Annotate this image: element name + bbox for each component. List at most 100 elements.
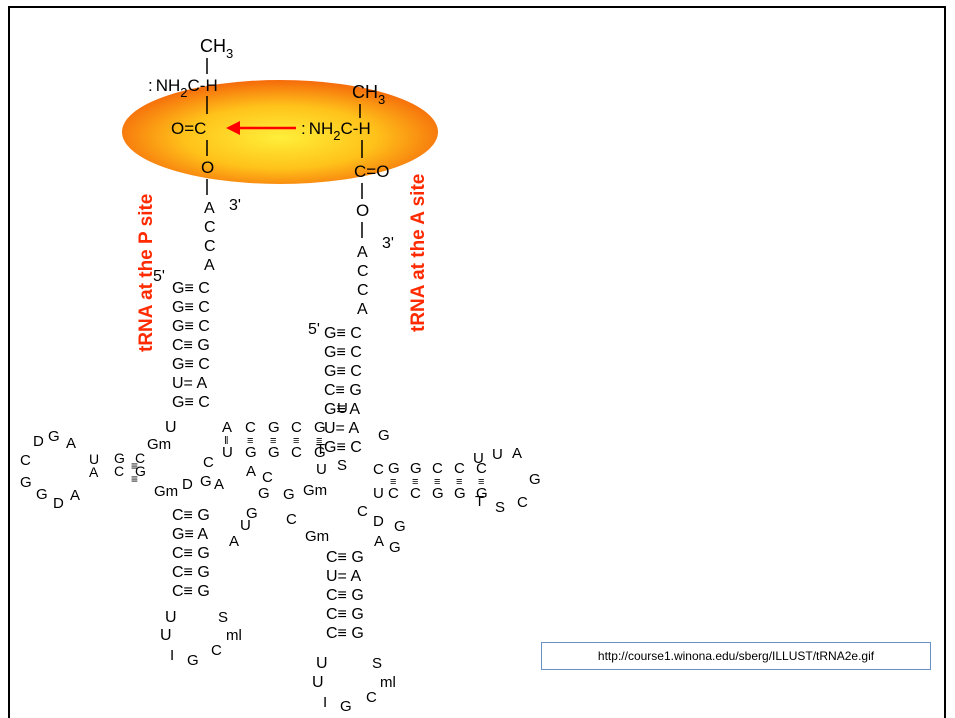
nucleotide-glyph: C <box>454 460 465 477</box>
three-prime-p: 3' <box>229 197 241 214</box>
nucleotide-glyph: U= A <box>172 375 207 392</box>
nucleotide-glyph: A <box>222 419 232 436</box>
nucleotide-glyph: A <box>246 463 256 480</box>
nucleotide-glyph: U <box>222 444 233 461</box>
nucleotide-glyph: G <box>394 518 406 535</box>
nucleotide-glyph: C≡ G <box>172 564 210 581</box>
source-citation-box[interactable]: http://course1.winona.edu/sberg/ILLUST/t… <box>541 642 931 670</box>
nh2-ch-p-site: :NH2C-H <box>148 76 218 100</box>
nucleotide-glyph: G <box>432 485 444 502</box>
nucleotide-glyph: D <box>53 495 64 512</box>
nucleotide-glyph: S <box>495 499 505 516</box>
nucleotide-glyph: D <box>373 513 384 530</box>
nucleotide-glyph: C <box>204 219 216 236</box>
slide-border-right <box>944 6 946 718</box>
nucleotide-glyph: ≡ <box>316 435 322 447</box>
nucleotide-glyph: U= A <box>324 420 359 437</box>
nucleotide-glyph: C <box>204 238 216 255</box>
nucleotide-glyph: Gm <box>154 483 178 500</box>
nucleotide-glyph: C <box>410 485 421 502</box>
nucleotide-glyph: G <box>268 444 280 461</box>
nucleotide-glyph: U <box>89 451 99 467</box>
ester-o-p-site: O <box>201 158 214 177</box>
nucleotide-glyph: C≡ G <box>326 549 364 566</box>
nucleotide-glyph: C≡ G <box>326 625 364 642</box>
ch3-a-site: CH3 <box>352 82 385 107</box>
nucleotide-glyph: C <box>357 282 369 299</box>
slide-border-left <box>8 6 10 718</box>
carbonyl-a-site: C=O <box>354 162 389 181</box>
nucleotide-glyph: U <box>165 419 177 436</box>
nucleotide-glyph: G <box>268 419 280 436</box>
nucleotide-glyph: G <box>20 474 32 491</box>
nucleotide-glyph: G≡ C <box>324 363 362 380</box>
nucleotide-glyph: ≡ <box>434 476 440 488</box>
nucleotide-glyph: A <box>357 244 368 261</box>
five-prime-p: 5' <box>153 268 165 285</box>
nucleotide-glyph: G <box>246 505 258 522</box>
nucleotide-glyph: A <box>229 533 239 550</box>
nucleotide-glyph: G <box>135 463 146 479</box>
nucleotide-glyph: G≡ C <box>324 325 362 342</box>
nucleotide-glyph: G <box>314 419 326 436</box>
nucleotide-glyph: C≡ G <box>172 583 210 600</box>
a-site-label: tRNA at the A site <box>408 174 429 332</box>
source-url[interactable]: http://course1.winona.edu/sberg/ILLUST/t… <box>597 649 875 663</box>
nucleotide-glyph: T <box>475 493 484 510</box>
nucleotide-glyph: C <box>291 419 302 436</box>
nucleotide-glyph: C <box>245 419 256 436</box>
nucleotide-glyph: A <box>70 487 80 504</box>
nucleotide-glyph: A <box>214 476 224 493</box>
nucleotide-glyph: G <box>187 652 199 669</box>
nucleotide-glyph: ml <box>226 627 242 644</box>
nucleotide-glyph: C <box>357 263 369 280</box>
nucleotide-glyph: U <box>473 450 484 467</box>
nucleotide-glyph: G <box>314 444 326 461</box>
nucleotide-glyph: G <box>283 486 295 503</box>
carbonyl-p-site: O=C <box>171 119 206 138</box>
nucleotide-glyph: G≡ A <box>172 526 208 543</box>
nucleotide-glyph: G <box>378 427 390 444</box>
nucleotide-glyph: C <box>366 689 377 706</box>
nucleotide-glyph: C <box>517 494 528 511</box>
nucleotide-glyph: C≡ G <box>326 606 364 623</box>
nucleotide-glyph: C <box>476 460 487 477</box>
nucleotide-glyph: G <box>388 460 400 477</box>
nucleotide-glyph: U <box>240 517 251 534</box>
attack-arrowhead <box>226 121 240 135</box>
nucleotide-glyph: G≡ C <box>172 299 210 316</box>
nucleotide-glyph: ≡ <box>270 435 276 447</box>
five-prime-a: 5' <box>308 321 320 338</box>
nucleotide-glyph: G <box>245 444 257 461</box>
ch3-p-site: CH3 <box>200 36 233 61</box>
nucleotide-glyph: S <box>218 609 228 626</box>
nucleotide-glyph: G <box>258 485 270 502</box>
nucleotide-glyph: G≡ C <box>324 344 362 361</box>
nucleotide-glyph: ≡ <box>247 435 253 447</box>
nucleotide-glyph: ≡ <box>478 476 484 488</box>
nucleotide-glyph: G≡ C <box>172 394 210 411</box>
three-prime-a: 3' <box>382 235 394 252</box>
nucleotide-glyph: A <box>512 445 522 462</box>
nucleotide-glyph: C≡ G <box>172 507 210 524</box>
nucleotide-glyph: C <box>357 503 368 520</box>
nucleotide-glyph: G≡ C <box>172 356 210 373</box>
nucleotide-glyph: ≡ <box>412 476 418 488</box>
nucleotide-glyph: ml <box>380 674 396 691</box>
nucleotide-glyph: D <box>33 433 44 450</box>
nucleotide-glyph: C <box>373 461 384 478</box>
p-site-label: tRNA at the P site <box>136 194 157 352</box>
ester-o-a-site: O <box>356 201 369 220</box>
nucleotide-glyph: ≡ <box>293 435 299 447</box>
nucleotide-glyph: C <box>203 454 214 471</box>
nucleotide-glyph: C≡ G <box>172 545 210 562</box>
nucleotide-glyph: A <box>89 464 99 480</box>
nucleotide-glyph: C <box>20 452 31 469</box>
nucleotide-glyph: G <box>389 539 401 556</box>
nucleotide-glyph: A <box>374 533 384 550</box>
nucleotide-glyph: U <box>160 627 172 644</box>
nucleotide-glyph: G <box>36 486 48 503</box>
nucleotide-glyph: C <box>291 444 302 461</box>
